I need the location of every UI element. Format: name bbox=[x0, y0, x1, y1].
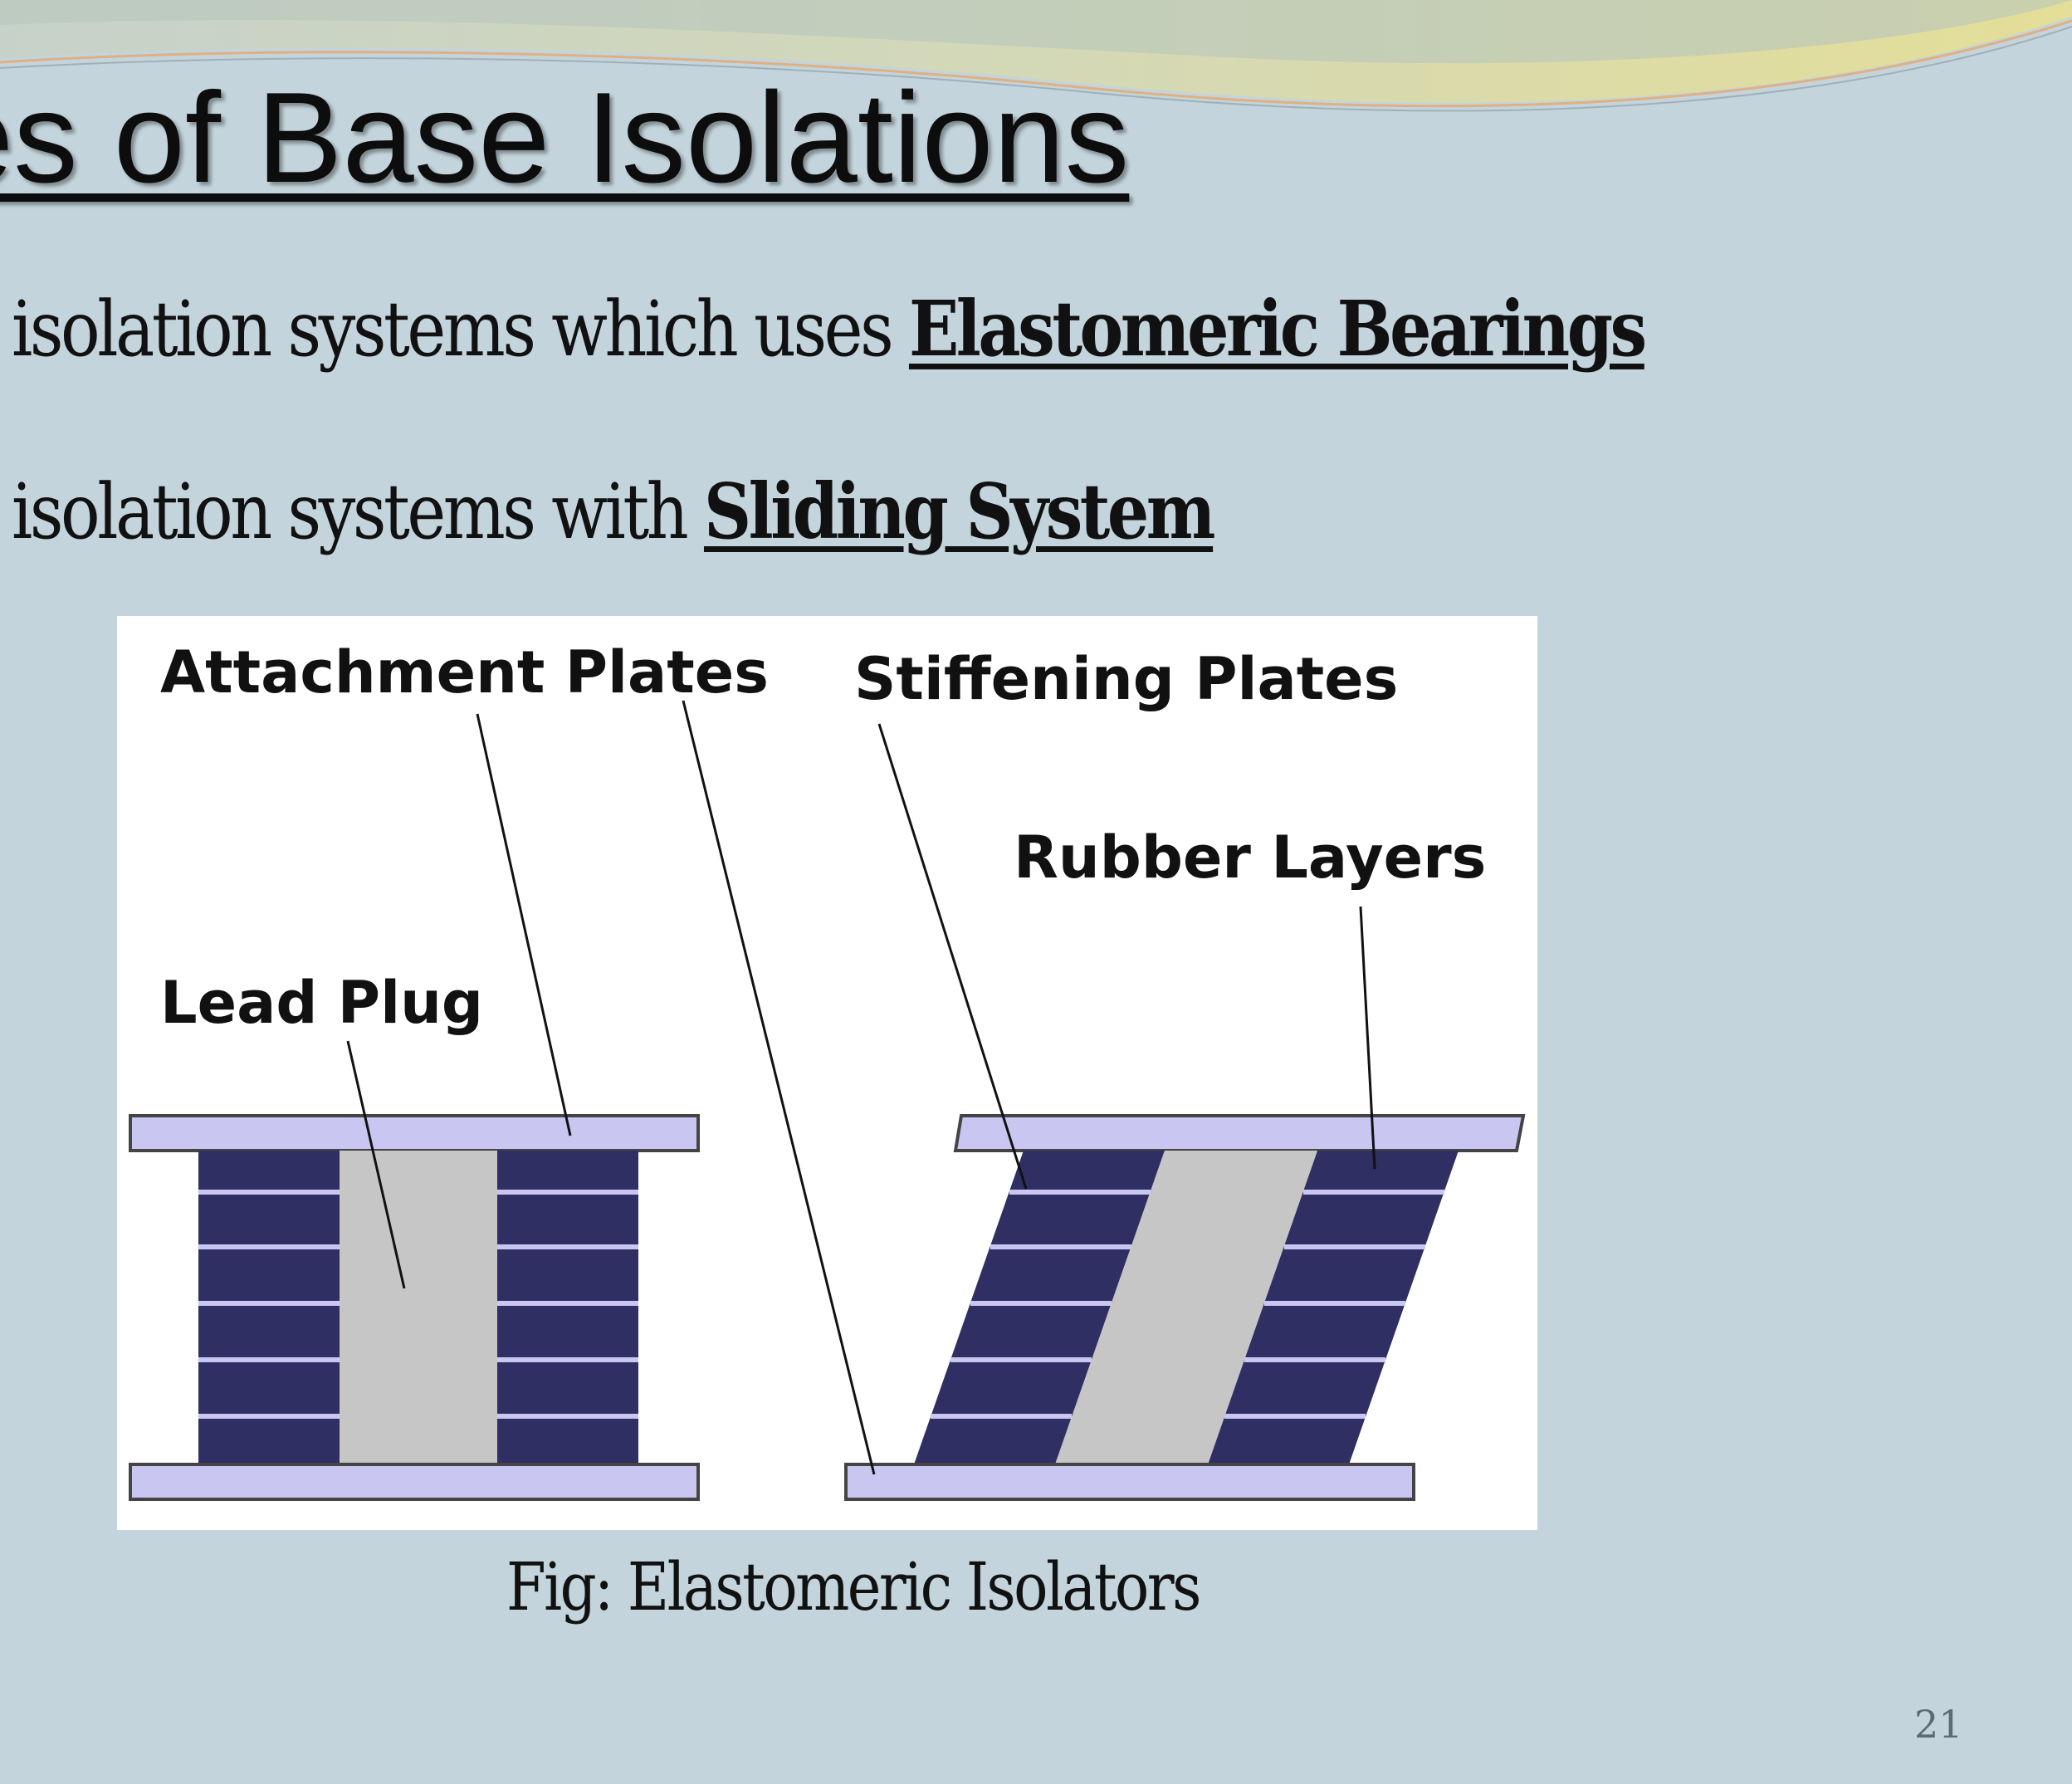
bullet-sliding-system: isolation systems with Sliding System bbox=[12, 473, 1216, 550]
left-stiffening-plates bbox=[198, 1190, 638, 1419]
isolator-deformed bbox=[844, 1114, 1526, 1501]
page-number: 21 bbox=[1914, 1702, 1963, 1747]
leader-attachment-bottom bbox=[682, 700, 876, 1475]
left-rubber-core-right bbox=[497, 1151, 638, 1464]
right-stiffening-plates bbox=[931, 1190, 1444, 1419]
elastomeric-isolators-diagram: Attachment Plates Stiffening Plates Rubb… bbox=[117, 616, 1537, 1530]
label-lead-plug: Lead Plug bbox=[160, 969, 483, 1037]
leader-attachment-top bbox=[476, 713, 572, 1136]
right-top-attachment-plate bbox=[953, 1114, 1526, 1152]
leader-lines bbox=[346, 700, 1376, 1475]
header-wave-decoration bbox=[0, 0, 2072, 112]
right-bottom-attachment-plate bbox=[844, 1463, 1415, 1501]
leader-stiffening bbox=[877, 723, 1028, 1190]
leader-rubber bbox=[1359, 906, 1376, 1170]
right-rubber-left bbox=[914, 1151, 1165, 1464]
bullet-1-text: isolation systems which uses bbox=[12, 285, 909, 374]
left-bottom-attachment-plate bbox=[129, 1463, 700, 1501]
lead-plug-left-isolator bbox=[340, 1151, 497, 1464]
label-attachment-plates: Attachment Plates bbox=[160, 638, 769, 706]
slide-title: es of Base Isolations bbox=[0, 66, 1130, 209]
bullet-1-emphasis: Elastomeric Bearings bbox=[908, 284, 1647, 374]
bullet-2-text: isolation systems with bbox=[12, 467, 704, 556]
figure-caption: Fig: Elastomeric Isolators bbox=[506, 1548, 1201, 1625]
label-stiffening-plates: Stiffening Plates bbox=[854, 645, 1398, 713]
right-rubber-right bbox=[1208, 1151, 1459, 1464]
bullet-2-emphasis: Sliding System bbox=[703, 467, 1216, 556]
bullet-elastomeric-bearings: isolation systems which uses Elastomeric… bbox=[12, 291, 1647, 368]
diagram-svg: Attachment Plates Stiffening Plates Rubb… bbox=[129, 638, 1526, 1501]
label-rubber-layers: Rubber Layers bbox=[1014, 824, 1486, 892]
left-top-attachment-plate bbox=[129, 1114, 700, 1152]
isolator-undeformed bbox=[129, 1114, 700, 1501]
leader-lead-plug bbox=[346, 1040, 406, 1289]
lead-plug-right-isolator bbox=[1055, 1151, 1317, 1464]
left-rubber-core-left bbox=[198, 1151, 340, 1464]
